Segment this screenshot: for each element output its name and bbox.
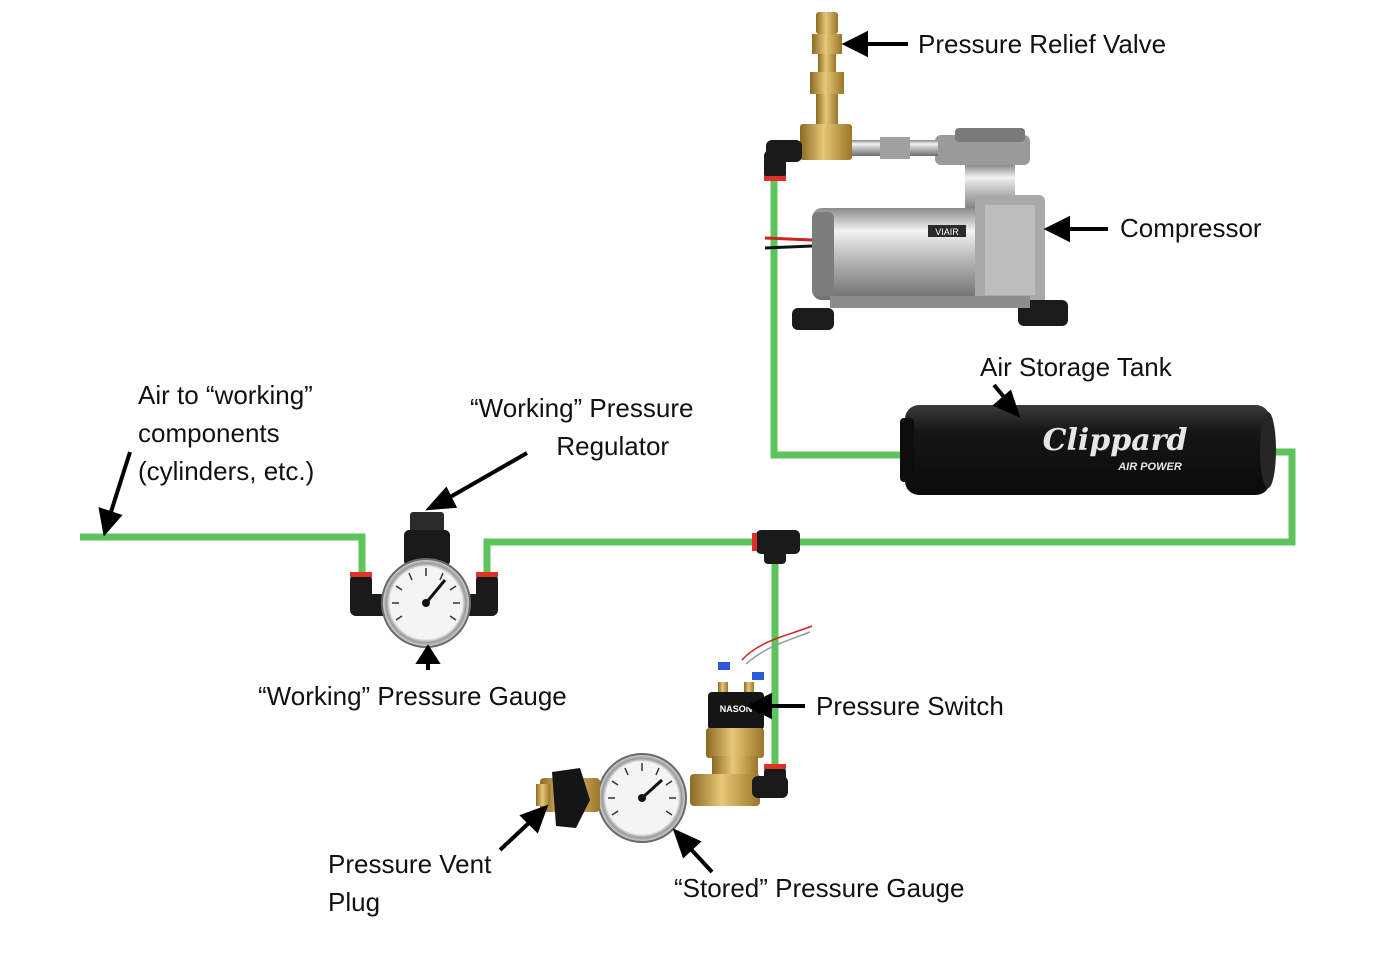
pressure-switch-icon: NASON: [690, 626, 812, 806]
tee-fitting-icon: [752, 530, 800, 564]
label-working-regulator: “Working” Pressure Regulator: [470, 389, 693, 465]
label-working-regulator-line-1: “Working” Pressure: [470, 389, 693, 427]
tank-sub-brand: AIR POWER: [1117, 461, 1182, 473]
label-vent-plug: Pressure Vent Plug: [328, 845, 491, 921]
label-air-to-working-line-3: (cylinders, etc.): [138, 452, 314, 490]
tube-tee-to-regulator: [487, 542, 760, 580]
label-air-to-working-line-2: components: [138, 414, 314, 452]
label-air-storage-tank: Air Storage Tank: [980, 348, 1172, 386]
label-air-to-working: Air to “working” components (cylinders, …: [138, 376, 314, 490]
tube-regulator-out: [80, 537, 362, 580]
label-working-gauge: “Working” Pressure Gauge: [258, 677, 567, 715]
arrow-relief-valve: [846, 34, 908, 54]
compressor-brand: VIAIR: [935, 227, 959, 237]
pressure-gauge-icon: [382, 559, 470, 647]
label-vent-plug-line-2: Plug: [328, 883, 491, 921]
label-working-regulator-line-2: Regulator: [470, 427, 693, 465]
tank-brand: Clippard: [1043, 423, 1188, 458]
vent-plug-icon: [536, 768, 600, 828]
label-pressure-switch: Pressure Switch: [816, 687, 1004, 725]
label-compressor: Compressor: [1120, 209, 1262, 247]
label-air-to-working-line-1: Air to “working”: [138, 376, 314, 414]
arrow-stored-gauge: [676, 832, 712, 872]
label-stored-gauge: “Stored” Pressure Gauge: [674, 869, 964, 907]
arrow-air-to-working: [101, 452, 130, 532]
air-tank-icon: Clippard AIR POWER: [900, 405, 1276, 495]
label-vent-plug-line-1: Pressure Vent: [328, 845, 491, 883]
arrow-compressor: [1048, 219, 1108, 239]
relief-valve-icon: [764, 12, 852, 181]
label-pressure-relief-valve: Pressure Relief Valve: [918, 25, 1166, 63]
arrow-vent-plug: [500, 808, 545, 850]
arrow-working-gauge: [419, 648, 437, 670]
